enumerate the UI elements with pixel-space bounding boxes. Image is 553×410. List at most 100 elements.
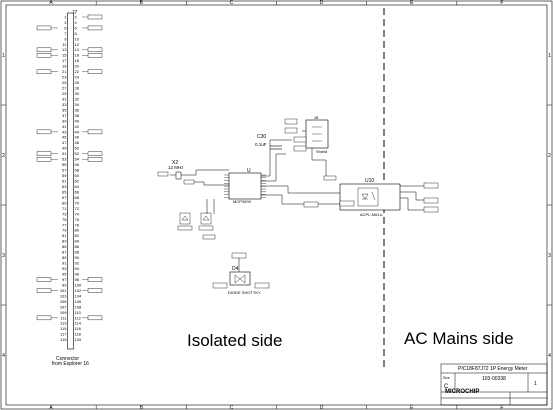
connector-pin-number: 47 xyxy=(62,140,67,145)
d4-ref: D4 xyxy=(232,266,239,272)
crystal-x2: X2 12 MHz xyxy=(157,160,195,185)
connector-pin-number: 101 xyxy=(60,288,67,293)
net-flag xyxy=(87,288,103,293)
connector-pin-number: 34 xyxy=(75,102,80,107)
net-flag xyxy=(36,288,52,293)
connector-pin-number: 29 xyxy=(62,91,67,96)
connector-pin-number: 62 xyxy=(75,179,80,184)
net-flag xyxy=(87,14,103,20)
connector-pin-number: 67 xyxy=(62,195,67,200)
connector-pin-number: 106 xyxy=(75,299,82,304)
connector-pin-number: 99 xyxy=(62,282,67,287)
connector-pin-number: 16 xyxy=(75,53,80,58)
x2-value: 12 MHz xyxy=(168,165,184,170)
connector-caption-line2: from Explorer 16 xyxy=(52,361,89,367)
net-flag xyxy=(87,157,103,162)
connector-pin-number: 41 xyxy=(62,124,67,129)
connector-pin-number: 31 xyxy=(62,96,67,101)
shield-label: Shield xyxy=(316,149,327,154)
column-label: C xyxy=(230,405,234,410)
connector-ref: J7 xyxy=(72,10,78,16)
connector-pin-number: 76 xyxy=(75,217,80,222)
connector-pin-number: 23 xyxy=(62,75,67,80)
connector-pin-number: 44 xyxy=(75,129,80,134)
connector-pin-number: 57 xyxy=(62,168,67,173)
connector-pin-number: 2 xyxy=(75,14,78,19)
connector-pin-number: 69 xyxy=(62,200,67,205)
connector-pin-number: 24 xyxy=(75,75,80,80)
title-block-size-label: Size xyxy=(443,376,450,380)
connector-pin-number: 37 xyxy=(62,113,67,118)
connector-pin-number: 77 xyxy=(62,222,67,227)
connector-pin-number: 64 xyxy=(75,184,80,189)
row-label: 3 xyxy=(548,253,551,259)
ic-mcp3909: U MCP3909 xyxy=(224,168,266,204)
connector-pin-number: 18 xyxy=(75,58,80,63)
ac-mains-side-label: AC Mains side xyxy=(404,329,514,348)
connector-pin-number: 17 xyxy=(62,58,67,63)
column-label: D xyxy=(320,0,324,6)
row-label: 1 xyxy=(548,53,551,59)
connector-pin-number: 3 xyxy=(64,20,67,25)
shield-ref: J8 xyxy=(314,115,319,120)
connector-pin-number: 65 xyxy=(62,189,67,194)
connector-pin-number: 95 xyxy=(62,271,67,276)
net-flag xyxy=(87,47,103,53)
connector-pin-number: 104 xyxy=(75,293,82,298)
connector-pin-number: 55 xyxy=(62,162,67,167)
u-main-ref: U xyxy=(247,168,251,174)
connector-pin-number: 46 xyxy=(75,135,80,140)
connector-pin-number: 14 xyxy=(75,47,80,52)
connector-pin-number: 115 xyxy=(60,326,67,331)
connector-pin-number: 25 xyxy=(62,80,67,85)
connector-leads xyxy=(51,16,88,319)
connector-pin-number: 60 xyxy=(75,173,80,178)
connector-pin-number: 91 xyxy=(62,261,67,266)
connector-net-flags xyxy=(36,14,103,321)
connector-pin-number: 21 xyxy=(62,69,67,74)
connector-pin-number: 68 xyxy=(75,195,80,200)
row-label: 2 xyxy=(2,153,5,159)
connector-pin-number: 59 xyxy=(62,173,67,178)
u-main-body xyxy=(228,172,262,200)
net-flag xyxy=(87,53,103,58)
connector-pin-number: 42 xyxy=(75,124,80,129)
isolated-side-label: Isolated side xyxy=(187,331,283,350)
connector-even-pins: 2468101214161820222426283032343638404244… xyxy=(75,14,82,342)
connector-pin-number: 112 xyxy=(75,315,82,320)
connector-pin-number: 100 xyxy=(75,282,82,287)
connector-pin-number: 75 xyxy=(62,217,67,222)
net-flag xyxy=(87,25,103,31)
connector-pin-number: 93 xyxy=(62,266,67,271)
connector-pin-number: 109 xyxy=(60,310,67,315)
net-flag xyxy=(36,277,52,282)
connector-pin-number: 51 xyxy=(62,151,67,156)
row-label: 4 xyxy=(548,353,551,359)
column-label: A xyxy=(49,405,53,410)
connector-pin-number: 80 xyxy=(75,228,80,233)
title-block-doc-number: 103-00338 xyxy=(482,376,506,382)
connector-pin-number: 88 xyxy=(75,250,80,255)
connector-pin-number: 78 xyxy=(75,222,80,227)
optocoupler-u10: U10 ACPL-M61U xyxy=(303,175,439,217)
connector-pin-number: 54 xyxy=(75,157,80,162)
connector-pin-number: 103 xyxy=(60,293,67,298)
u10-ref: U10 xyxy=(365,178,374,184)
net-flag xyxy=(36,53,52,58)
ic-pins xyxy=(224,174,266,198)
connector-pin-number: 58 xyxy=(75,168,80,173)
net-flag xyxy=(36,151,52,156)
connector-pin-number: 71 xyxy=(62,206,67,211)
connector-pin-number: 119 xyxy=(60,337,67,342)
connector-body xyxy=(67,12,74,350)
connector-pin-number: 94 xyxy=(75,266,80,271)
connector-pin-number: 116 xyxy=(75,326,82,331)
connector-pin-number: 12 xyxy=(75,42,80,47)
net-flag xyxy=(87,315,103,321)
connector-pin-number: 33 xyxy=(62,102,67,107)
connector-pin-number: 85 xyxy=(62,244,67,249)
shield-connector: J8 Shield xyxy=(284,115,329,154)
x2-ref: X2 xyxy=(172,160,178,166)
